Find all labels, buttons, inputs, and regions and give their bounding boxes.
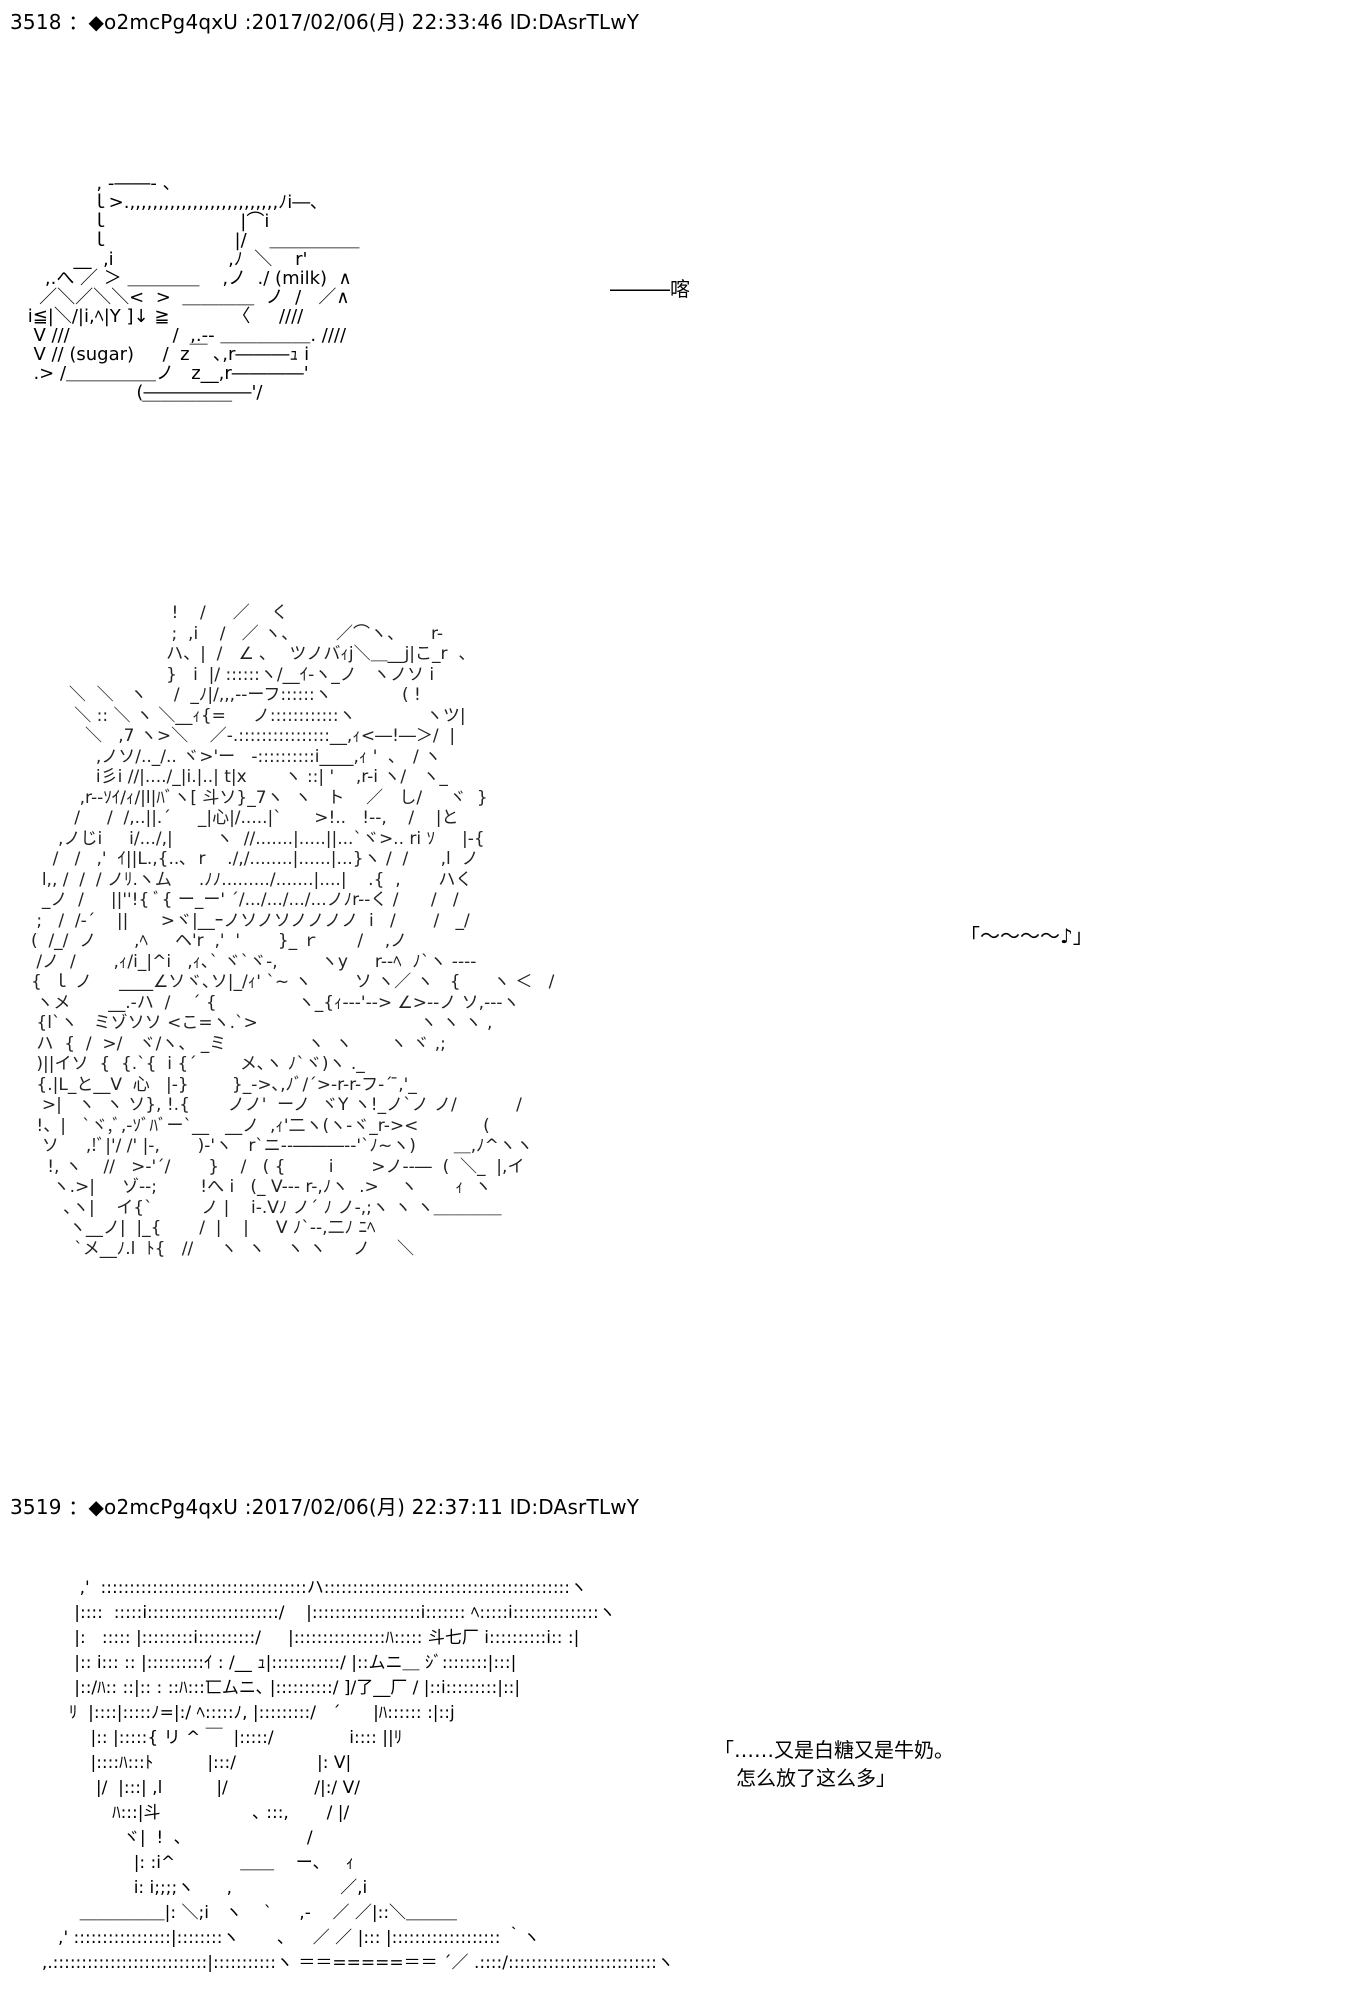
speech-humming: 「～～～～♪」: [960, 924, 1093, 948]
sound-effect-tap: ―――喀: [610, 277, 690, 301]
post-separator: ：: [68, 10, 89, 34]
post-datetime: :2017/02/06(月) 22:37:11: [244, 1495, 504, 1519]
ascii-art-cup-and-sugar: , -――- 、 ｌ>.,,,,,,,,,,,,,,,,,,,,,,,,,,ﾉi…: [27, 173, 360, 422]
post-number: 3519: [10, 1495, 62, 1519]
post-datetime: :2017/02/06(月) 22:33:46: [244, 10, 504, 34]
post-id[interactable]: ID:DAsrTLwY: [509, 1495, 640, 1519]
post-trip[interactable]: ◆o2mcPg4qxU: [88, 1495, 239, 1519]
post-number: 3518: [10, 10, 62, 34]
post-trip[interactable]: ◆o2mcPg4qxU: [88, 10, 239, 34]
speech-line-2: 怎么放了这么多」: [736, 1766, 896, 1790]
speech-boy: 「……又是白糖又是牛奶。 怎么放了这么多」: [714, 1736, 954, 1792]
post-header-3519: 3519 ：◆o2mcPg4qxU :2017/02/06(月) 22:37:1…: [10, 1495, 639, 1519]
post-separator: ：: [68, 1495, 89, 1519]
ascii-art-girl: ! / ／ く ; ,i / ／ ヽ、 ／⌒ヽ、 r- ハ、| / ∠ ､ ツノ…: [31, 603, 555, 1259]
ascii-art-boy: ,' ::::::::::::::::::::::::::::::::::::ハ…: [41, 1578, 674, 1973]
post-header-3518: 3518 ：◆o2mcPg4qxU :2017/02/06(月) 22:33:4…: [10, 10, 639, 34]
speech-line-1: 「……又是白糖又是牛奶。: [714, 1738, 954, 1762]
post-id[interactable]: ID:DAsrTLwY: [509, 10, 640, 34]
